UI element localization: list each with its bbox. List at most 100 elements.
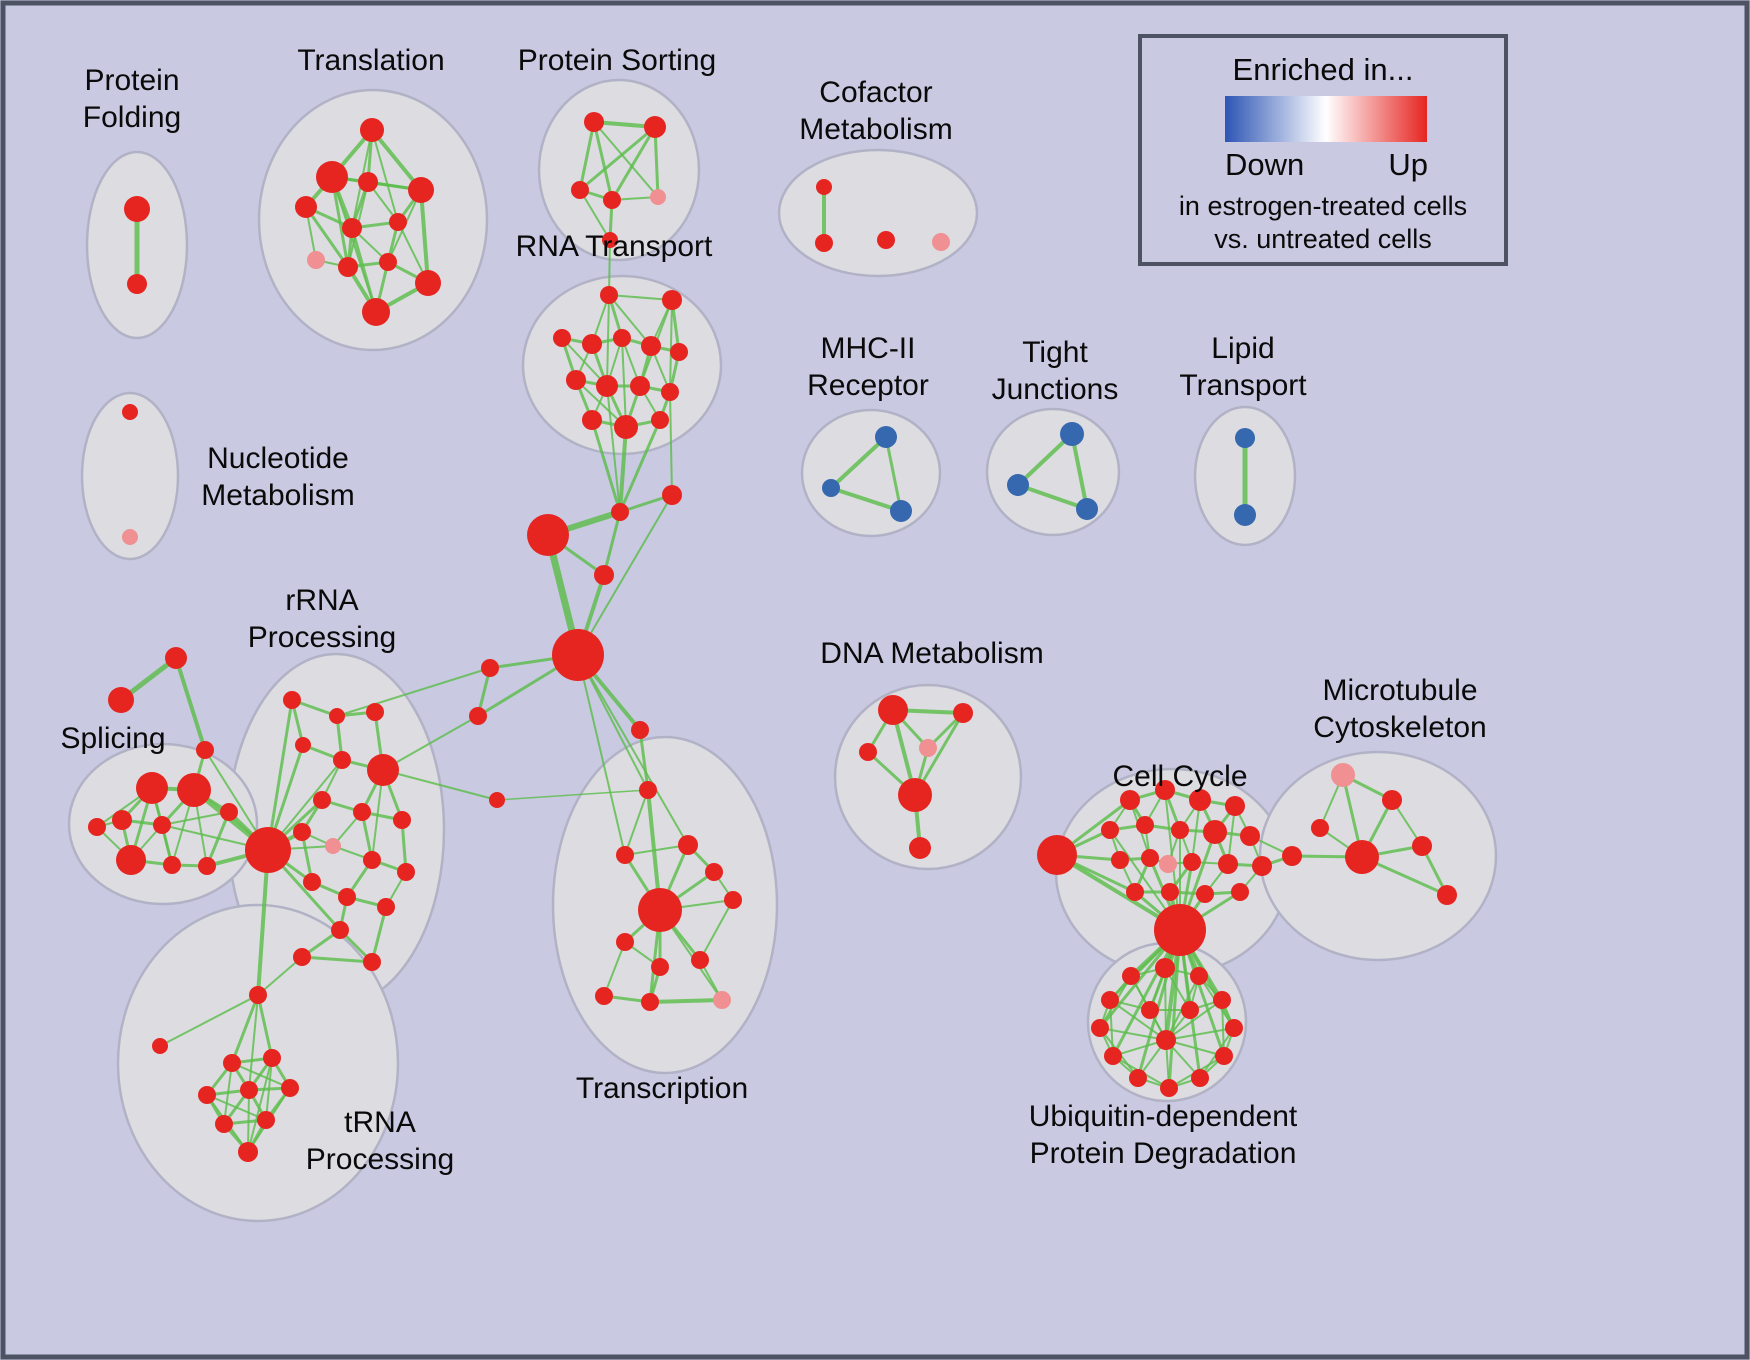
- gene-set-node: [1126, 883, 1144, 901]
- gene-set-node: [582, 410, 602, 430]
- gene-set-node: [245, 827, 291, 873]
- gene-set-node: [1235, 428, 1255, 448]
- edge: [621, 337, 627, 428]
- gene-set-node: [1171, 821, 1189, 839]
- gene-set-node: [1215, 1047, 1233, 1065]
- gene-set-node: [919, 739, 937, 757]
- edge: [1016, 483, 1089, 511]
- edge: [590, 418, 622, 514]
- cluster-label-cofactor-metabolism: Metabolism: [799, 113, 952, 146]
- legend-box: [1138, 34, 1508, 266]
- cluster-label-ubiquitin-degradation: Ubiquitin-dependent: [1029, 1100, 1298, 1133]
- edge: [1164, 967, 1167, 1041]
- edge: [256, 993, 274, 1060]
- gene-set-node: [1111, 851, 1129, 869]
- legend-up-label: Up: [1388, 147, 1428, 182]
- gene-set-node: [196, 741, 214, 759]
- gene-set-node: [238, 1142, 258, 1162]
- gene-set-node: [112, 810, 132, 830]
- edge: [602, 510, 622, 577]
- gene-set-node: [379, 253, 397, 271]
- gene-set-node: [602, 232, 618, 248]
- gene-set-node: [1231, 883, 1249, 901]
- gene-set-node: [713, 991, 731, 1009]
- gene-set-node: [108, 687, 134, 713]
- edge: [578, 125, 657, 192]
- edge: [1070, 432, 1089, 511]
- cluster-label-nucleotide-metabolism: Metabolism: [201, 479, 354, 512]
- gene-set-node: [215, 1115, 233, 1133]
- cluster-label-translation: Translation: [297, 44, 444, 77]
- edge: [829, 486, 903, 513]
- cluster-ellipse-nucleotide-metabolism: [80, 391, 180, 561]
- gene-set-node: [389, 213, 407, 231]
- cluster-label-trna-processing: tRNA: [344, 1106, 416, 1139]
- edge: [174, 656, 207, 752]
- gene-set-node: [1136, 816, 1154, 834]
- gene-set-node: [363, 953, 381, 971]
- gene-set-node: [571, 181, 589, 199]
- gene-set-node: [329, 708, 345, 724]
- edge: [304, 205, 350, 269]
- gene-set-node: [822, 479, 840, 497]
- edge: [1109, 999, 1114, 1057]
- edge: [577, 494, 673, 656]
- cluster-label-microtubule-cytoskeleton: Cytoskeleton: [1313, 711, 1486, 744]
- edge: [592, 120, 614, 202]
- gene-set-node: [1160, 1079, 1178, 1097]
- gene-set-node: [1190, 967, 1208, 985]
- gene-set-node: [1159, 855, 1177, 873]
- gene-set-node: [469, 707, 487, 725]
- edge: [579, 189, 611, 241]
- cluster-label-rrna-processing: Processing: [248, 621, 396, 654]
- gene-set-node: [1060, 422, 1084, 446]
- gene-set-node: [249, 986, 267, 1004]
- cluster-ellipse-trna-processing: [116, 903, 400, 1223]
- edge: [624, 789, 649, 856]
- gene-set-node: [177, 773, 211, 807]
- nodes-layer: [88, 112, 1457, 1162]
- gene-set-node: [1076, 498, 1098, 520]
- gene-set-node: [116, 845, 146, 875]
- gene-set-node: [1155, 958, 1175, 978]
- gene-set-node: [1191, 1069, 1209, 1087]
- gene-set-node: [691, 951, 709, 969]
- edge: [1109, 999, 1167, 1041]
- gene-set-node: [1240, 826, 1260, 846]
- edge: [608, 239, 611, 296]
- edge: [606, 385, 621, 513]
- cluster-label-tight-junctions: Junctions: [992, 373, 1119, 406]
- edge: [1221, 999, 1225, 1057]
- gene-set-node: [582, 334, 602, 354]
- gene-set-node: [1101, 821, 1119, 839]
- gene-set-node: [1129, 1069, 1147, 1087]
- legend: Enriched in... Down Up in estrogen-treat…: [1138, 34, 1508, 266]
- gene-set-node: [1037, 835, 1077, 875]
- gene-set-node: [875, 426, 897, 448]
- edge: [669, 391, 673, 496]
- gene-set-node: [1437, 885, 1457, 905]
- edge: [256, 848, 270, 997]
- edge: [496, 789, 649, 801]
- cluster-label-dna-metabolism: DNA Metabolism: [820, 637, 1043, 670]
- edge: [648, 998, 724, 1004]
- gene-set-node: [263, 1049, 281, 1067]
- gene-set-node: [1161, 883, 1179, 901]
- gene-set-node: [898, 778, 932, 812]
- cluster-label-protein-folding: Protein: [84, 64, 179, 97]
- edge: [230, 993, 260, 1065]
- edge: [669, 299, 673, 393]
- gene-set-node: [1225, 796, 1245, 816]
- cluster-label-cofactor-metabolism: Cofactor: [819, 76, 932, 109]
- gene-set-node: [650, 189, 666, 205]
- gene-set-node: [360, 118, 384, 142]
- gene-set-node: [377, 898, 395, 916]
- edge: [578, 120, 596, 192]
- gene-set-node: [1120, 790, 1140, 810]
- gene-set-node: [366, 703, 384, 721]
- gene-set-node: [596, 375, 618, 397]
- gene-set-node: [878, 695, 908, 725]
- gene-set-node: [953, 703, 973, 723]
- gene-set-node: [397, 863, 415, 881]
